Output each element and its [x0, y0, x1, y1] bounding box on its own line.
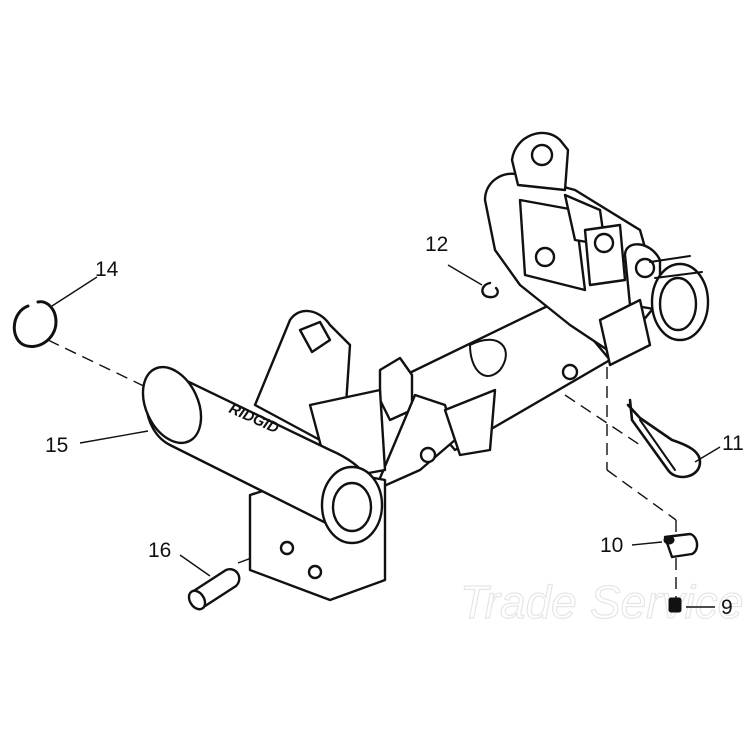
left-bracket-slot	[298, 320, 332, 354]
collar	[663, 532, 699, 559]
top-lug-hole	[530, 143, 554, 167]
leader-10	[631, 541, 663, 546]
callout-12: 12	[425, 233, 448, 256]
pin-end	[187, 589, 207, 611]
frame-assembly: RIDGID	[141, 131, 710, 602]
leader-12	[447, 264, 483, 286]
housing-bracket	[598, 298, 652, 367]
housing-ear-hole	[593, 232, 615, 254]
leader-11	[694, 446, 721, 463]
front-cylinder-end	[141, 365, 203, 445]
assembly-line-ring	[47, 339, 153, 391]
callouts: 14 15 16 12 11 10 9	[45, 233, 744, 619]
front-link-hole	[419, 446, 437, 464]
rear-bore-threads	[649, 255, 703, 279]
lower-plate-hole-2	[307, 564, 323, 580]
callout-11: 11	[722, 432, 744, 455]
tube-slot	[469, 338, 507, 377]
lower-plate-hole-1	[279, 540, 295, 556]
watermark: Trade Service	[459, 575, 744, 628]
pin	[187, 568, 241, 611]
watermark-line2: Service	[590, 576, 743, 628]
leader-15	[79, 430, 149, 444]
front-bore-inner	[331, 481, 373, 533]
leader-14	[51, 276, 98, 307]
collar-hole	[663, 535, 675, 545]
wire-clip-inner	[639, 419, 676, 471]
assembly-line-clip	[564, 394, 641, 446]
housing-right-lug-hole	[634, 257, 656, 279]
assembly-line-diag	[606, 469, 677, 521]
callout-16: 16	[148, 539, 171, 562]
small-clip-shape	[481, 281, 499, 299]
screw-head	[668, 597, 682, 613]
callout-15: 15	[45, 434, 68, 457]
housing-face	[518, 198, 587, 292]
callout-9: 9	[721, 596, 733, 619]
wire-clip	[626, 398, 702, 479]
screw	[668, 597, 682, 613]
leader-16	[179, 554, 211, 577]
callout-10: 10	[600, 534, 623, 557]
rear-bore-inner	[658, 276, 698, 332]
callout-14: 14	[95, 258, 119, 281]
leader-lines	[51, 264, 721, 608]
watermark-line1: Trade	[460, 576, 577, 628]
tube-hole	[561, 363, 579, 381]
wire-clip-shape	[626, 398, 702, 479]
ring-shape	[12, 300, 58, 348]
link-plate	[443, 388, 497, 457]
retaining-ring	[12, 300, 58, 348]
housing-face-hole	[534, 246, 556, 268]
small-clip	[481, 281, 499, 299]
